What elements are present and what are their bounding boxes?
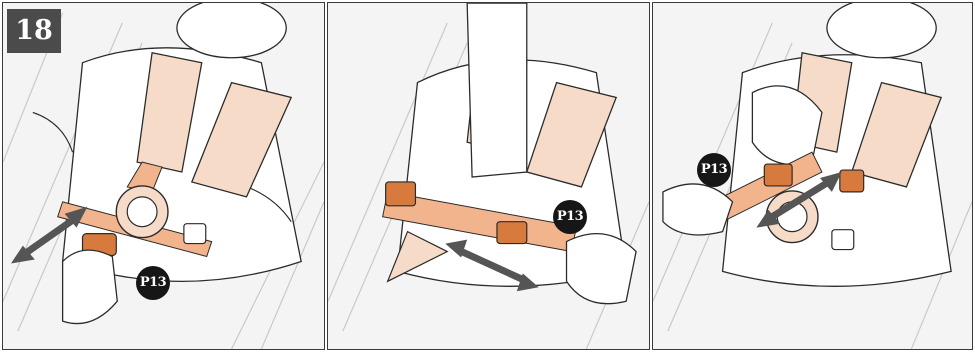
- step-panel-3: P13: [652, 2, 973, 350]
- harness-loosen-illustration-icon: [3, 3, 324, 349]
- part-callout-p13: P13: [697, 153, 731, 187]
- part-callout-p13: P13: [136, 266, 170, 300]
- part-callout-p13: P13: [553, 200, 587, 234]
- step-panel-2: P13: [327, 2, 650, 350]
- strap-adjust-illustration-icon: [328, 3, 649, 349]
- step-number-badge: 18: [7, 9, 61, 53]
- step-panel-1: 18 P13: [2, 2, 325, 350]
